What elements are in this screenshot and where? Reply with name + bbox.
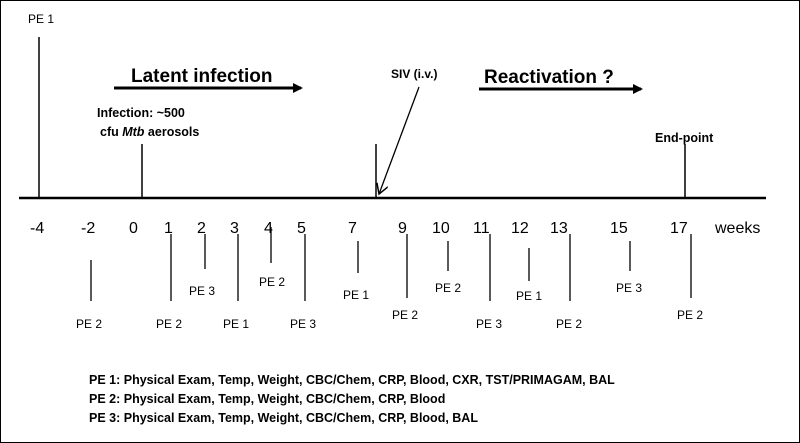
- infection-label-line1: Infection: ~500: [97, 106, 185, 120]
- pe1-top-label: PE 1: [28, 12, 54, 26]
- pe-marker-label: PE 2: [435, 281, 461, 295]
- tick-label: 10: [432, 220, 450, 237]
- pe-marker-label: PE 1: [343, 288, 369, 302]
- siv-label: SIV (i.v.): [391, 67, 437, 81]
- tick-label: 12: [511, 220, 529, 237]
- tick-label: 0: [129, 220, 138, 237]
- tick-label: 7: [348, 220, 357, 237]
- tick-label: -2: [81, 220, 95, 237]
- legend-pe2: PE 2: Physical Exam, Temp, Weight, CBC/C…: [89, 392, 446, 406]
- pe-marker-label: PE 2: [259, 275, 285, 289]
- tick-label: 3: [230, 220, 239, 237]
- tick-label: 9: [398, 220, 407, 237]
- pe-marker-label: PE 3: [476, 317, 502, 331]
- pe-marker-label: PE 3: [189, 284, 215, 298]
- tick-label: -4: [30, 220, 44, 237]
- pe-marker-label: PE 2: [156, 317, 182, 331]
- reactivation-label: Reactivation ?: [484, 67, 614, 88]
- tick-label: 1: [164, 220, 173, 237]
- tick-label: 11: [473, 220, 490, 237]
- tick-label: 4: [264, 220, 273, 237]
- siv-pointer-arrow: [379, 86, 420, 194]
- legend-pe3: PE 3: Physical Exam, Temp, Weight, CBC/C…: [89, 411, 478, 425]
- tick-label: 17: [670, 220, 688, 237]
- tick-label: 5: [297, 220, 306, 237]
- latent-infection-label: Latent infection: [131, 66, 272, 87]
- pe-marker-label: PE 3: [290, 317, 316, 331]
- weeks-label: weeks: [714, 220, 760, 237]
- pe-legend: PE 1: Physical Exam, Temp, Weight, CBC/C…: [89, 371, 615, 428]
- endpoint-label: End-point: [655, 131, 714, 145]
- pe-marker-label: PE 1: [516, 289, 542, 303]
- infection-label-line2: cfu Mtb aerosols: [100, 125, 199, 139]
- tick-label: 13: [550, 220, 568, 237]
- pe-marker-label: PE 2: [392, 308, 418, 322]
- pe-marker-label: PE 3: [616, 281, 642, 295]
- legend-pe1: PE 1: Physical Exam, Temp, Weight, CBC/C…: [89, 373, 615, 387]
- tick-label: 2: [197, 220, 206, 237]
- pe-marker-label: PE 1: [223, 317, 249, 331]
- pe-marker-label: PE 2: [556, 317, 582, 331]
- pe-marker-label: PE 2: [76, 317, 102, 331]
- pe-marker-label: PE 2: [677, 308, 703, 322]
- tick-label: 15: [610, 220, 628, 237]
